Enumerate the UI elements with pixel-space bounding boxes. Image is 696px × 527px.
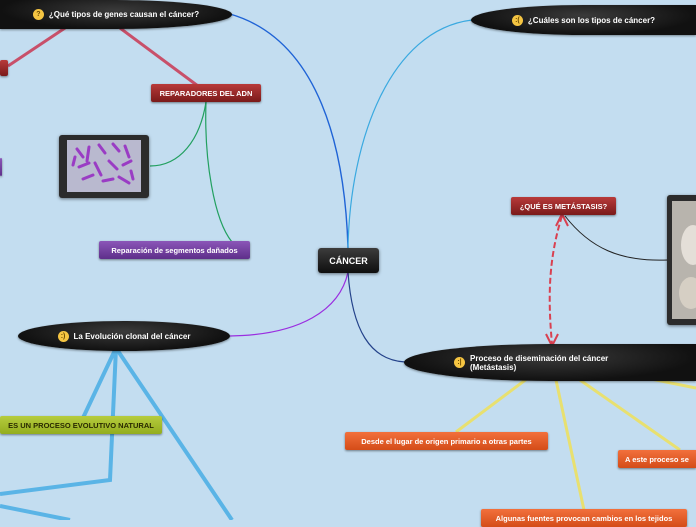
smiling-face-icon: :) [57,330,69,342]
subtopic-reparadores[interactable]: REPARADORES DEL ADN [151,84,261,102]
topic-genes[interactable]: ? ¿Qué tipos de genes causan el cáncer? [0,0,232,29]
branch-evolucion-3 [114,346,234,520]
neutral-face-icon: :| [454,357,465,368]
branch-genes-left [7,24,69,68]
branch-dis-origen [455,376,529,434]
topic-tipos-label: ¿Cuáles son los tipos de cáncer? [527,15,656,25]
branch-tipos [347,19,473,249]
branch-metastasis-image [564,215,669,261]
branch-dis-este [579,378,681,452]
relation-arrow-top [555,211,569,227]
subtopic-reparacion[interactable]: Reparación de segmentos dañados [99,241,250,259]
relation-metastasis [548,215,563,345]
topic-diseminacion-label: Proceso de diseminación del cáncer (Metá… [470,353,609,372]
metastasis-image[interactable] [667,195,696,325]
branch-genes-reparadores [119,26,199,88]
thinking-face-icon: ? [32,9,44,20]
branch-dis-fuentes [554,379,586,511]
topic-genes-label: ¿Qué tipos de genes causan el cáncer? [48,10,200,19]
branch-evolucion [229,271,349,337]
worried-face-icon: :( [511,14,523,26]
branch-diseminacion [347,271,406,363]
subtopic-metastasis-question[interactable]: ¿QUÉ ES METÁSTASIS? [511,197,616,215]
branch-reparadores-image [149,101,207,167]
branch-evolucion-4 [0,504,71,520]
topic-evolucion[interactable]: :) La Evolución clonal del cáncer [18,321,230,351]
central-topic[interactable]: CÁNCER [318,248,379,273]
branch-reparadores-reparacion [205,101,233,243]
topic-tipos[interactable]: :( ¿Cuáles son los tipos de cáncer? [471,5,696,35]
chromosome-image[interactable] [59,135,149,198]
subtopic-fuentes[interactable]: Algunas fuentes provocan cambios en los … [481,509,687,527]
subtopic-evolutivo[interactable]: ES UN PROCESO EVOLUTIVO NATURAL [0,416,162,434]
subtopic-left-cut[interactable] [0,60,8,76]
branch-genes [229,13,349,249]
subtopic-left-cut-purple[interactable] [0,158,2,176]
topic-evolucion-label: La Evolución clonal del cáncer [73,331,191,341]
branch-evolucion-2 [0,347,118,496]
metastasis-illustration [672,201,696,319]
branch-evolucion-1 [80,347,118,421]
chromosome-illustration [67,140,141,192]
topic-diseminacion[interactable]: :| Proceso de diseminación del cáncer (M… [404,344,696,381]
subtopic-este-proceso[interactable]: A este proceso se [618,450,696,468]
subtopic-origen[interactable]: Desde el lugar de origen primario a otra… [345,432,548,450]
